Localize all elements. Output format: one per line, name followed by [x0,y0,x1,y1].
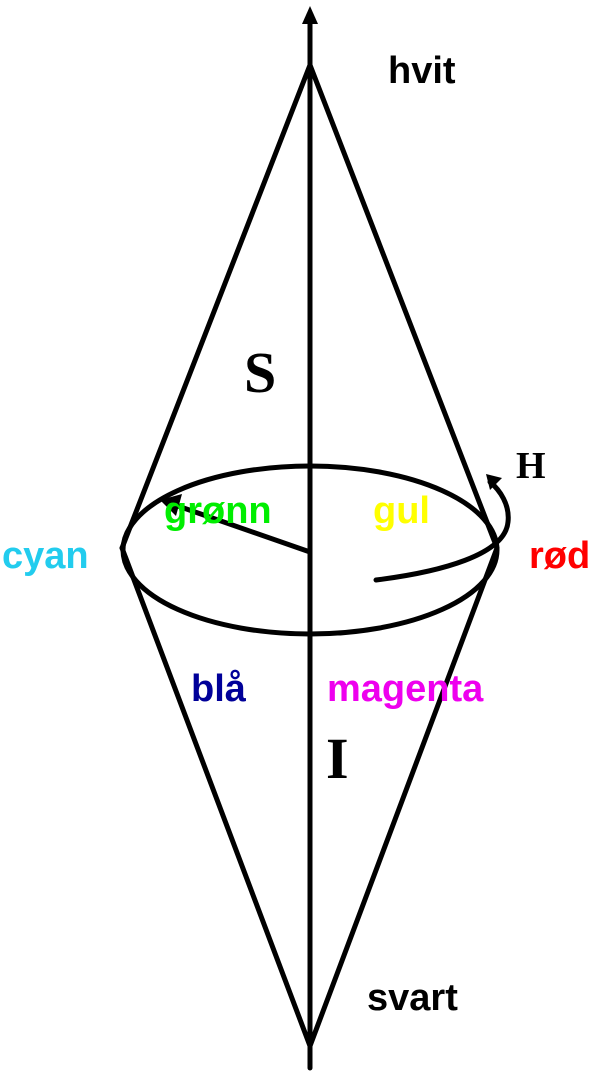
hue-rotation-arrowhead [486,474,502,490]
label-red: rød [529,535,590,577]
label-intensity: I [326,726,349,791]
label-magenta: magenta [327,668,484,710]
label-green: grønn [164,490,272,532]
label-black: svart [367,977,458,1019]
label-yellow: gul [373,490,430,532]
label-saturation: S [244,340,276,405]
label-white: hvit [388,50,456,92]
saturation-vector [172,502,313,555]
lower-cone-left-edge [119,545,313,1049]
upper-cone-right-edge [307,62,500,551]
saturation-arrowhead [160,494,182,516]
lower-cone-right-edge [307,545,500,1049]
axis-arrowhead [302,6,318,24]
label-hue: H [516,445,546,487]
upper-cone-left-edge [119,62,313,551]
label-blue: blå [191,668,247,710]
label-cyan: cyan [2,535,89,577]
hue-circle [120,463,500,637]
hue-rotation-arc [373,479,511,583]
